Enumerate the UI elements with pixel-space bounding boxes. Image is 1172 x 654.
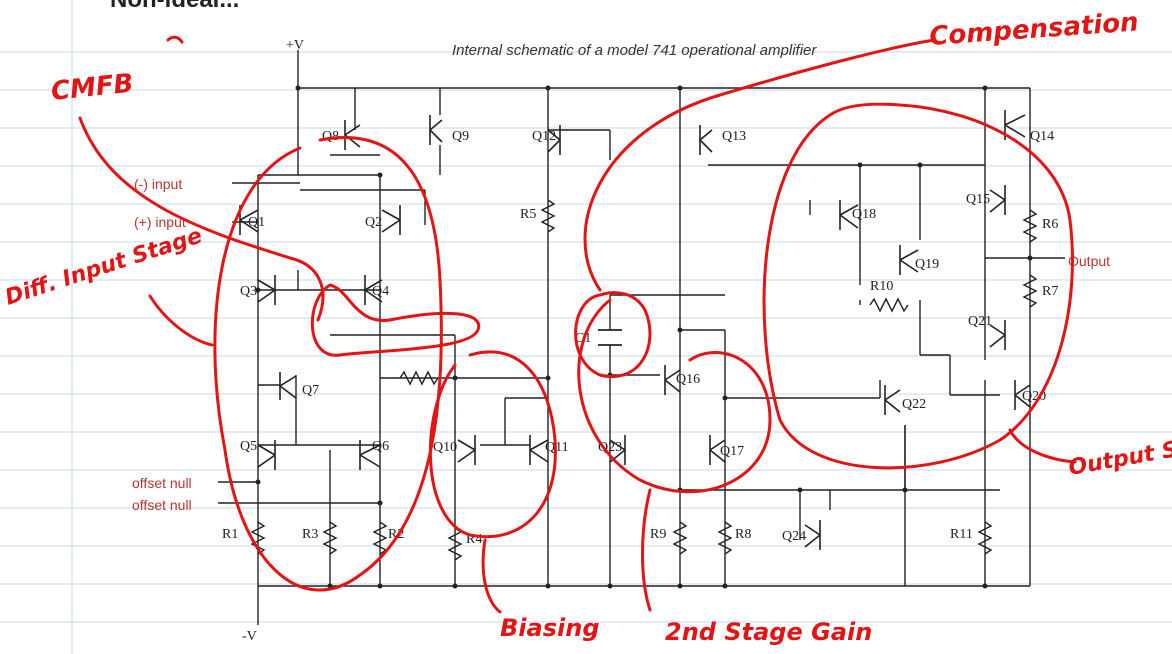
- ink-strokes: [78, 35, 1077, 614]
- label-q7: Q7: [302, 383, 319, 398]
- stray-mark: [166, 35, 184, 44]
- label-r1: R1: [222, 527, 238, 542]
- label-q9: Q9: [452, 129, 469, 144]
- label-q22: Q22: [902, 397, 926, 412]
- output-stage-arrow: [1008, 428, 1077, 464]
- offset-null-2-label: offset null: [132, 497, 192, 513]
- resistor-symbols: [250, 199, 1038, 561]
- label-q1: Q1: [248, 215, 265, 230]
- label-r10: R10: [870, 279, 893, 294]
- diff-input-arrow: [148, 294, 214, 347]
- label-q3: Q3: [240, 284, 257, 299]
- biasing-arrow: [481, 538, 502, 614]
- output-label: Output: [1068, 253, 1110, 269]
- label-q23: Q23: [598, 440, 622, 455]
- label-q21: Q21: [968, 314, 992, 329]
- label-q15: Q15: [966, 192, 990, 207]
- label-q18: Q18: [852, 207, 876, 222]
- label-q20: Q20: [1022, 389, 1046, 404]
- label-q5: Q5: [240, 439, 257, 454]
- output-stage-loop: [762, 102, 1074, 470]
- annotation-biasing: Biasing: [500, 614, 600, 642]
- label-r9: R9: [650, 527, 666, 542]
- cmfb-arrow: [78, 116, 325, 322]
- annotation-second-stage: 2nd Stage Gain: [665, 618, 872, 646]
- transistor-symbols: [239, 110, 1031, 550]
- cmfb-loop: [310, 283, 481, 357]
- diff-input-stage-loop: [213, 136, 443, 592]
- label-r7: R7: [1042, 284, 1058, 299]
- label-q14: Q14: [1030, 129, 1054, 144]
- label-q2: Q2: [365, 215, 382, 230]
- biasing-loop: [428, 350, 557, 539]
- annotation-diff-input: Diff. Input Stage: [2, 223, 205, 310]
- label-q13: Q13: [722, 129, 746, 144]
- label-r3: R3: [302, 527, 318, 542]
- second-stage-arrow: [641, 488, 652, 612]
- label-q17: Q17: [720, 444, 744, 459]
- annotation-cmfb: CMFB: [50, 68, 135, 106]
- positive-rail-label: +V: [286, 38, 304, 53]
- label-q4: Q4: [372, 284, 389, 299]
- label-q10: Q10: [433, 440, 457, 455]
- label-q19: Q19: [915, 257, 939, 272]
- label-r6: R6: [1042, 217, 1058, 232]
- offset-null-1-label: offset null: [132, 475, 192, 491]
- page-title-fragment: Non-ideal...: [110, 0, 239, 14]
- noninverting-input-label: (+) input: [134, 214, 186, 230]
- capacitor-c1: [598, 329, 622, 346]
- schematic-caption: Internal schematic of a model 741 operat…: [452, 42, 817, 59]
- label-q12: Q12: [532, 129, 556, 144]
- compensation-loop: [583, 38, 937, 292]
- c1-loop: [574, 291, 652, 378]
- label-r11: R11: [950, 527, 973, 542]
- annotation-output-stage: Output Stage: [1067, 427, 1172, 481]
- label-q6: Q6: [372, 439, 389, 454]
- label-q24: Q24: [782, 529, 806, 544]
- negative-rail-label: -V: [242, 629, 257, 644]
- second-stage-loop: [577, 298, 772, 494]
- label-q16: Q16: [676, 372, 700, 387]
- annotation-compensation: Compensation: [928, 7, 1139, 52]
- inverting-input-label: (-) input: [134, 176, 182, 192]
- label-r5: R5: [520, 207, 536, 222]
- label-r8: R8: [735, 527, 751, 542]
